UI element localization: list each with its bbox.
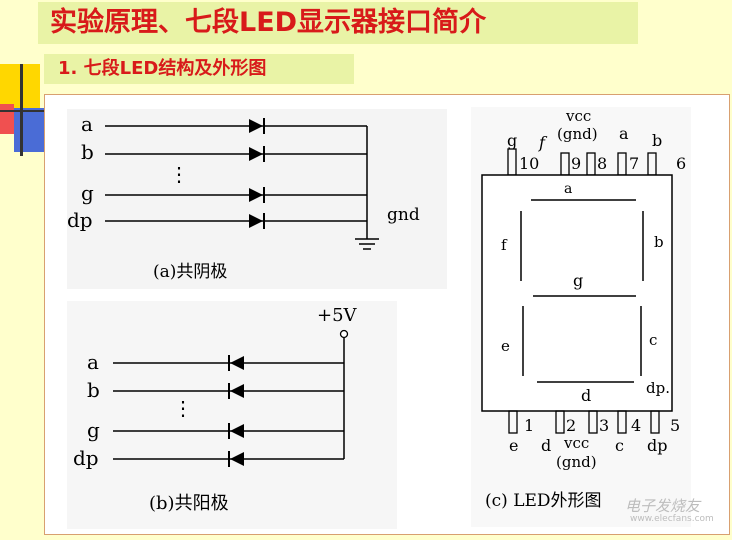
anode-diode-dp (228, 451, 244, 467)
top-pin-num-8: 8 (597, 154, 607, 173)
bottom-pin-label-dp: dp (647, 436, 667, 455)
segment-label-g: g (573, 271, 583, 290)
cathode-caption: (a)共阴极 (153, 262, 227, 282)
anode-pin-a: a (87, 350, 99, 374)
bottom-pin-num-5: 5 (670, 416, 680, 435)
cathode-diode-a (249, 118, 265, 134)
led-diagram: a b ⋮ g dp gnd (a)共阴极 +5V a b ⋮ g dp (67, 107, 691, 529)
segment-label-dp: dp. (646, 379, 670, 397)
common-anode-diagram: +5V a b ⋮ g dp (b)共阳极 (67, 301, 397, 529)
cathode-pin-b: b (81, 140, 94, 164)
segment-label-a: a (564, 181, 572, 197)
segment-label-d: d (581, 386, 591, 405)
bottom-pin-num-1: 1 (524, 416, 534, 435)
bottom-pin-label-d: d (541, 436, 551, 455)
bottom-pin-label-gnd: (gnd) (556, 453, 597, 471)
decor-line-h (0, 110, 44, 112)
bottom-pin-num-2: 2 (566, 416, 576, 435)
bottom-pin-label-e: e (509, 436, 518, 455)
slide-title: 实验原理、七段LED显示器接口简介 (38, 2, 638, 44)
decor-block-red (0, 104, 14, 134)
package-body (481, 174, 673, 412)
anode-bg (67, 301, 397, 529)
top-pin-label-f: f (538, 133, 548, 152)
anode-supply-terminal (339, 329, 349, 339)
anode-diode-b (228, 383, 244, 399)
diagram-panel: a b ⋮ g dp gnd (a)共阴极 +5V a b ⋮ g dp (44, 94, 730, 535)
anode-caption: (b)共阳极 (149, 493, 229, 514)
bottom-pin-label-c: c (615, 436, 624, 455)
cathode-bg (67, 109, 447, 289)
segment-label-b: b (654, 233, 664, 251)
top-pin-label-b: b (652, 131, 662, 150)
anode-pin-b: b (87, 378, 100, 402)
top-pin-label-gnd: (gnd) (557, 125, 598, 143)
led-package-diagram: g f vcc (gnd) a b 10 9 8 7 6 a b c d e f… (471, 107, 691, 527)
cathode-pin-g: g (81, 181, 94, 205)
anode-diode-g (228, 423, 244, 439)
top-pin-num-7: 7 (629, 154, 639, 173)
top-pin-label-g: g (507, 131, 517, 150)
top-pin-label-a: a (619, 124, 629, 143)
segment-label-c: c (649, 331, 657, 349)
segment-label-f: f (501, 236, 508, 254)
anode-pin-g: g (87, 418, 100, 442)
anode-diode-a (228, 355, 244, 371)
anode-ellipsis: ⋮ (173, 396, 193, 420)
top-pin-label-vcc: vcc (565, 107, 591, 125)
package-caption: (c) LED外形图 (485, 491, 602, 511)
segment-label-e: e (501, 337, 510, 355)
decor-block-blue (14, 108, 44, 152)
bottom-pin-label-vcc: vcc (563, 434, 589, 452)
watermark-url: www.elecfans.com (630, 514, 714, 524)
cathode-ellipsis: ⋮ (169, 162, 189, 186)
bottom-pin-num-4: 4 (631, 416, 641, 435)
top-pin-num-6: 6 (676, 154, 686, 173)
cathode-pin-a: a (81, 112, 93, 136)
cathode-diode-b (249, 146, 265, 162)
cathode-pin-dp: dp (67, 208, 93, 232)
cathode-diode-g (249, 187, 265, 203)
common-cathode-diagram: a b ⋮ g dp gnd (a)共阴极 (67, 109, 447, 289)
anode-supply-label: +5V (317, 305, 358, 326)
ground-symbol (355, 238, 379, 250)
top-pin-num-9: 9 (571, 154, 581, 173)
top-pin-num-10: 10 (519, 154, 539, 173)
anode-pin-dp: dp (73, 446, 99, 470)
cathode-gnd-label: gnd (387, 205, 420, 225)
bottom-pins (508, 410, 660, 434)
cathode-diode-dp (249, 213, 265, 229)
bottom-pin-num-3: 3 (599, 416, 609, 435)
section-subtitle: 1. 七段LED结构及外形图 (44, 54, 354, 84)
watermark-text: 电子发烧友 (625, 497, 701, 515)
